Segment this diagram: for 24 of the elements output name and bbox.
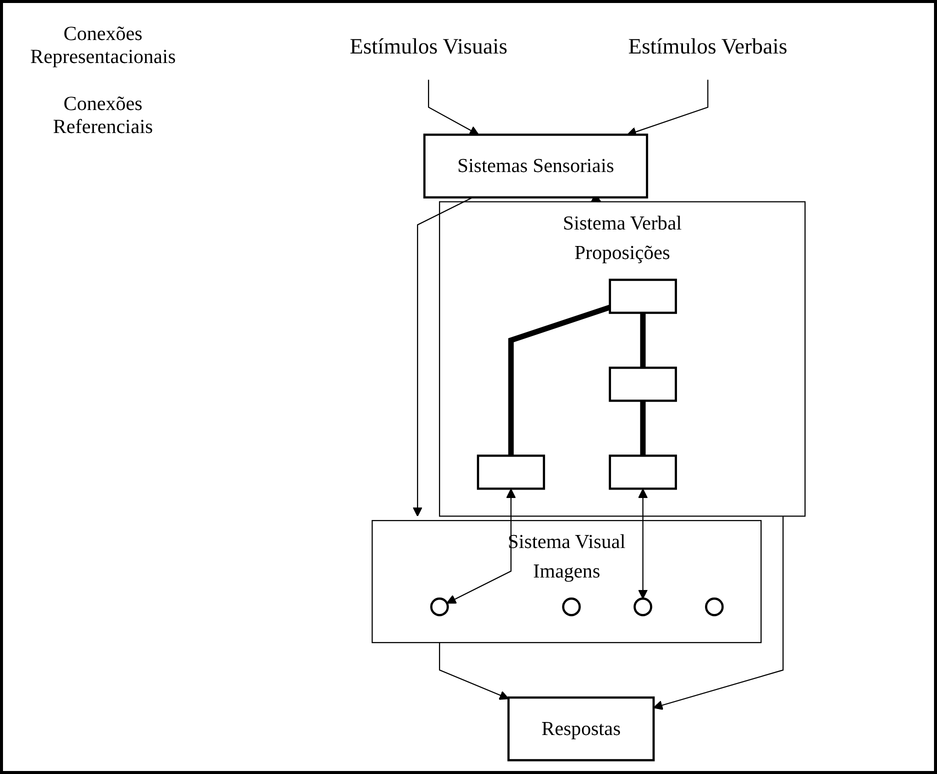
node-box: Respostas: [507, 696, 655, 762]
arrow: [446, 488, 516, 604]
node-box: [608, 278, 677, 314]
node-circle: [634, 598, 652, 616]
node-circle: [430, 598, 449, 616]
node-circle: [562, 598, 581, 616]
arrow: [438, 642, 509, 700]
node-box: [476, 454, 546, 490]
arrow: [638, 488, 648, 600]
node-box: Sistemas Sensoriais: [423, 134, 648, 198]
cluster: Sistema Verbal Proposições: [438, 201, 806, 517]
node-circle: [705, 598, 724, 616]
node-box: [608, 454, 677, 490]
connection-label: Conexões Representacionais: [29, 23, 177, 69]
connection-label: Conexões Referenciais: [52, 93, 154, 139]
arrow: [428, 80, 480, 136]
connector: [640, 400, 646, 456]
node-text: Estímulos Visuais: [350, 34, 508, 59]
connector: [508, 304, 611, 456]
node-box: [608, 366, 677, 402]
connector: [640, 312, 646, 368]
arrow: [412, 196, 474, 517]
arrow: [653, 516, 784, 710]
node-text: Estímulos Verbais: [628, 34, 788, 59]
